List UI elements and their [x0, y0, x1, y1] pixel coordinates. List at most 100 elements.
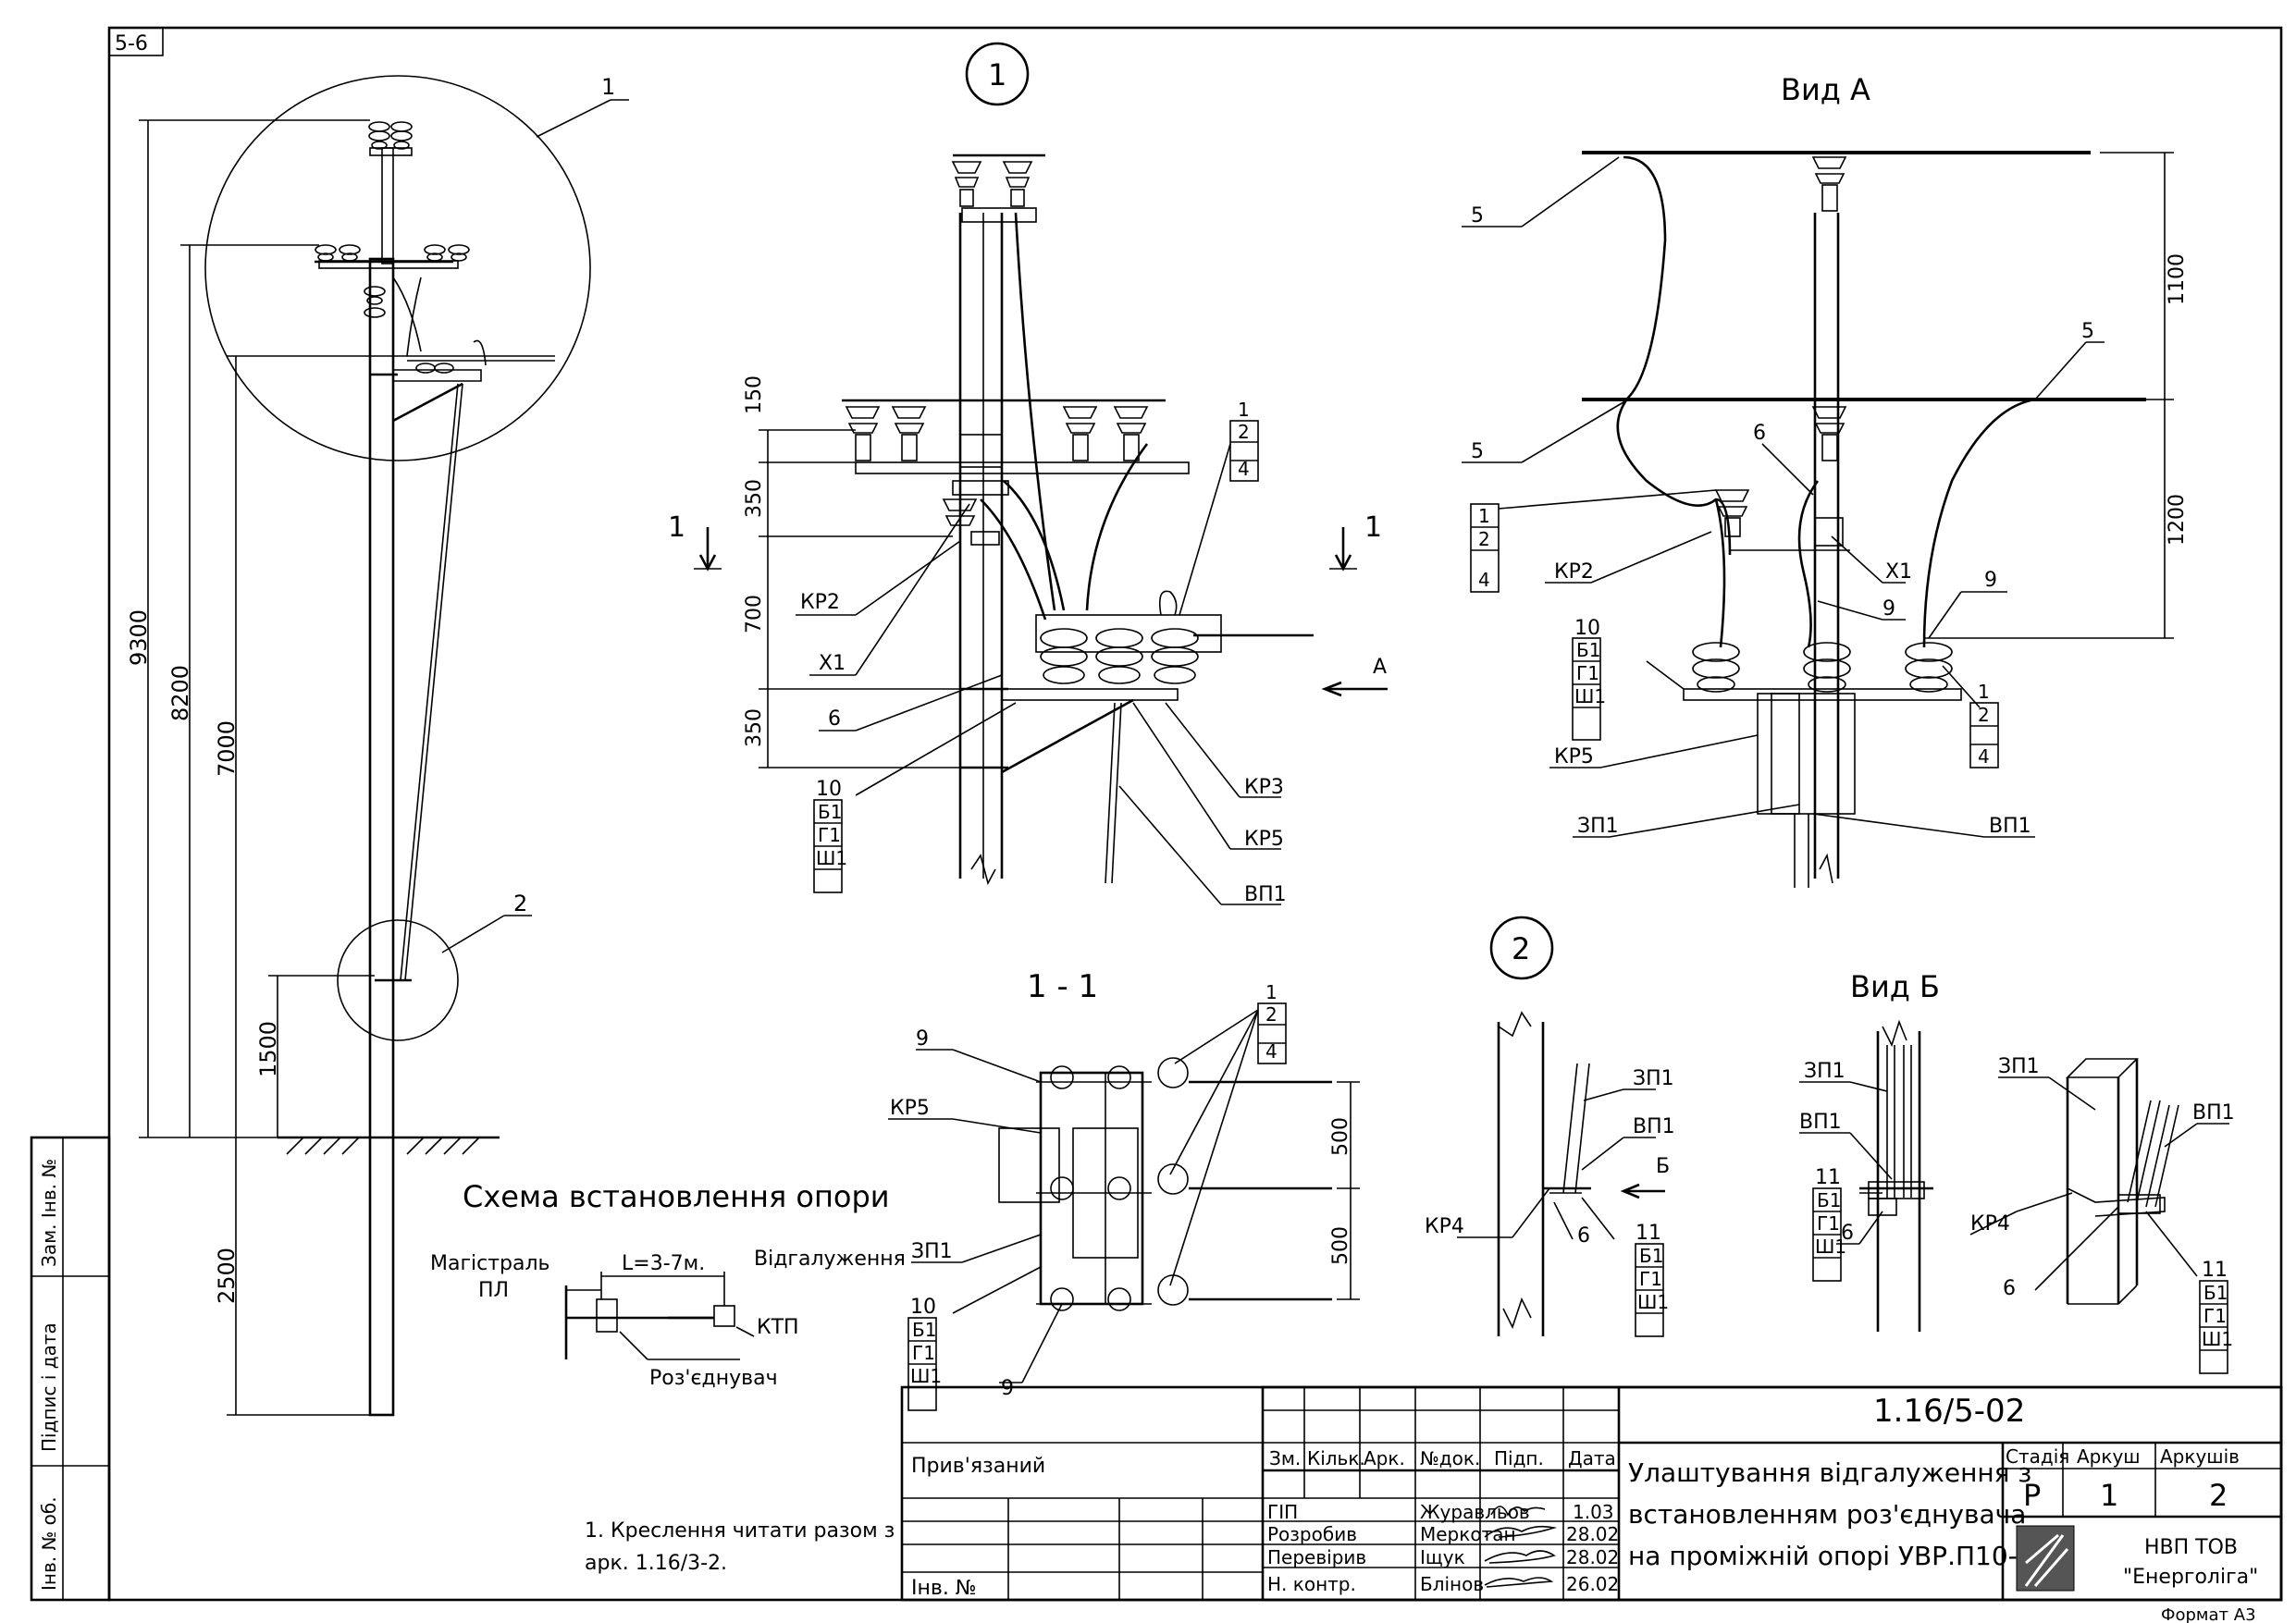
date-nkontr: 26.02 — [1566, 1573, 1619, 1595]
label-10: 10 — [816, 778, 842, 801]
section-1-1: 1 - 1 — [888, 968, 1360, 1411]
sec-label-sh1: Ш1 — [910, 1365, 942, 1387]
date-perevirыv: 28.02 — [1566, 1546, 1619, 1568]
isometric-view: ЗП1 ВП1 КР4 6 11 Б1 Г1 Ш1 — [1969, 1055, 2235, 1374]
dim-700: 700 — [743, 595, 766, 633]
stage-value: Р — [2023, 1478, 2041, 1513]
dim-350b: 350 — [743, 708, 766, 747]
inv-no: Інв. № — [911, 1577, 977, 1600]
va-label-9a: 9 — [1882, 597, 1895, 621]
scheme-length: L=3-7м. — [622, 1252, 705, 1275]
va-label-x1: Х1 — [1885, 560, 1912, 584]
dim-7000: 7000 — [214, 720, 240, 777]
label-kp2: КР2 — [800, 591, 840, 614]
privyazaniy: Прив'язаний — [911, 1455, 1045, 1478]
scheme-ktp: КТП — [757, 1316, 799, 1339]
detail1-number: 1 — [988, 57, 1006, 92]
sec-label-1: 1 — [1265, 981, 1278, 1003]
d2-label-vp1: ВП1 — [1633, 1115, 1675, 1138]
strip-zam: Зам. Інв. № — [38, 1159, 60, 1267]
name-rozrobyv: Меркотан — [1420, 1523, 1516, 1545]
sec-label-g1: Г1 — [912, 1342, 935, 1364]
installation-scheme: Схема встановлення опори Магістраль ПЛ L… — [430, 1179, 906, 1390]
d2-label-sh1: Ш1 — [1637, 1291, 1669, 1313]
va-label-5a: 5 — [1471, 204, 1484, 227]
company-logo — [2016, 1525, 2075, 1592]
d2-label-6: 6 — [1577, 1224, 1590, 1248]
section-title: 1 - 1 — [1027, 968, 1098, 1005]
va-label-zp1: ЗП1 — [1577, 815, 1619, 838]
scheme-main: Магістраль — [430, 1252, 550, 1275]
vb-label-11: 11 — [1815, 1166, 1841, 1189]
strip-inv: Інв. № об. — [38, 1496, 60, 1591]
vb-label-b1: Б1 — [1817, 1189, 1841, 1211]
label-b1: Б1 — [818, 801, 842, 823]
dim-350a: 350 — [743, 479, 766, 518]
name-perevirыv: Іщук — [1420, 1546, 1465, 1568]
scheme-disconnector: Роз'єднувач — [649, 1367, 778, 1390]
signatures — [1484, 1506, 1558, 1588]
name-nkontr: Блінов — [1420, 1573, 1484, 1595]
note-line-2: арк. 1.16/3-2. — [585, 1552, 727, 1575]
va-label-9b: 9 — [1984, 569, 1997, 592]
stage-label: Стадія — [2006, 1445, 2069, 1468]
detail-1: 1 — [668, 42, 1388, 906]
detail2-number: 2 — [1512, 931, 1530, 966]
va-label-4: 4 — [1478, 569, 1490, 591]
d2-label-b1: Б1 — [1639, 1245, 1663, 1267]
title-line-1: Улаштування відгалуження з — [1628, 1457, 2031, 1488]
iso-label-sh1: Ш1 — [2202, 1328, 2233, 1350]
role-nkontr: Н. контр. — [1267, 1573, 1356, 1595]
sheets-label: Аркушів — [2160, 1445, 2240, 1468]
label-6: 6 — [828, 707, 841, 731]
iso-label-zp1: ЗП1 — [1998, 1055, 2040, 1078]
dim-1200: 1200 — [2166, 494, 2189, 546]
title-line-3: на проміжній опорі УВР.П10-2 — [1628, 1541, 2034, 1571]
role-rozrobyv: Розробив — [1267, 1523, 1357, 1545]
label-2: 2 — [1238, 421, 1250, 443]
label-kp5: КР5 — [1244, 828, 1284, 851]
scheme-branch: Відгалуження — [754, 1248, 906, 1271]
scheme-pl: ПЛ — [478, 1279, 509, 1302]
sec-label-zp1: ЗП1 — [911, 1240, 953, 1263]
label-vp1: ВП1 — [1244, 883, 1287, 906]
view-b-title: Вид Б — [1850, 969, 1940, 1004]
va-label-b1: Б1 — [1576, 639, 1600, 661]
sheet-label: Аркуш — [2077, 1445, 2141, 1468]
detail-2: 2 Б КР4 ЗП1 ВП1 6 11 Б1 Г1 Ш1 — [1425, 916, 1675, 1337]
drawing-code: 1.16/5-02 — [1873, 1393, 2025, 1430]
hdr-kilk: Кільк. — [1307, 1447, 1365, 1469]
iso-label-kp4: КР4 — [1970, 1212, 2010, 1236]
role-perevirыv: Перевірив — [1267, 1546, 1366, 1568]
dim-8200: 8200 — [167, 665, 193, 721]
section-mark-right: 1 — [1364, 511, 1382, 544]
dim-500a: 500 — [1329, 1117, 1352, 1156]
dim-1100: 1100 — [2166, 253, 2189, 305]
note-line-1: 1. Креслення читати разом з — [585, 1519, 895, 1543]
sec-label-b1: Б1 — [912, 1319, 936, 1341]
va-label-kp5: КР5 — [1554, 745, 1594, 768]
iso-label-vp1: ВП1 — [2192, 1101, 2235, 1125]
vb-label-g1: Г1 — [1817, 1212, 1840, 1235]
scheme-title: Схема встановлення опори — [463, 1179, 890, 1214]
va-label-g1: Г1 — [1576, 662, 1599, 684]
va-label-1b: 1 — [1978, 681, 1990, 703]
role-gip: ГІП — [1267, 1501, 1298, 1523]
view-b: Вид Б ЗП1 ВП1 11 Б1 Г1 Ш1 6 — [1799, 969, 1940, 1332]
hdr-ndok: №док. — [1420, 1447, 1480, 1469]
org-line-2: "Енерголіга" — [2123, 1566, 2258, 1589]
dim-500b: 500 — [1329, 1226, 1352, 1265]
sheet-value: 1 — [2100, 1478, 2118, 1513]
d2-label-11: 11 — [1636, 1222, 1661, 1245]
title-block: Прив'язаний Інв. № Зм. Кільк. Арк. №док.… — [900, 1385, 2283, 1602]
sheet-frame — [107, 26, 2283, 1602]
iso-label-g1: Г1 — [2203, 1305, 2227, 1327]
iso-label-b1: Б1 — [2203, 1282, 2228, 1304]
vb-label-6: 6 — [1841, 1222, 1854, 1245]
label-4: 4 — [1238, 458, 1250, 480]
corner-label: 5-6 — [115, 32, 148, 55]
strip-pidpys: Підпис і дата — [38, 1322, 60, 1452]
va-label-5b: 5 — [1471, 440, 1484, 463]
format-label: Формат А3 — [2161, 1605, 2256, 1623]
